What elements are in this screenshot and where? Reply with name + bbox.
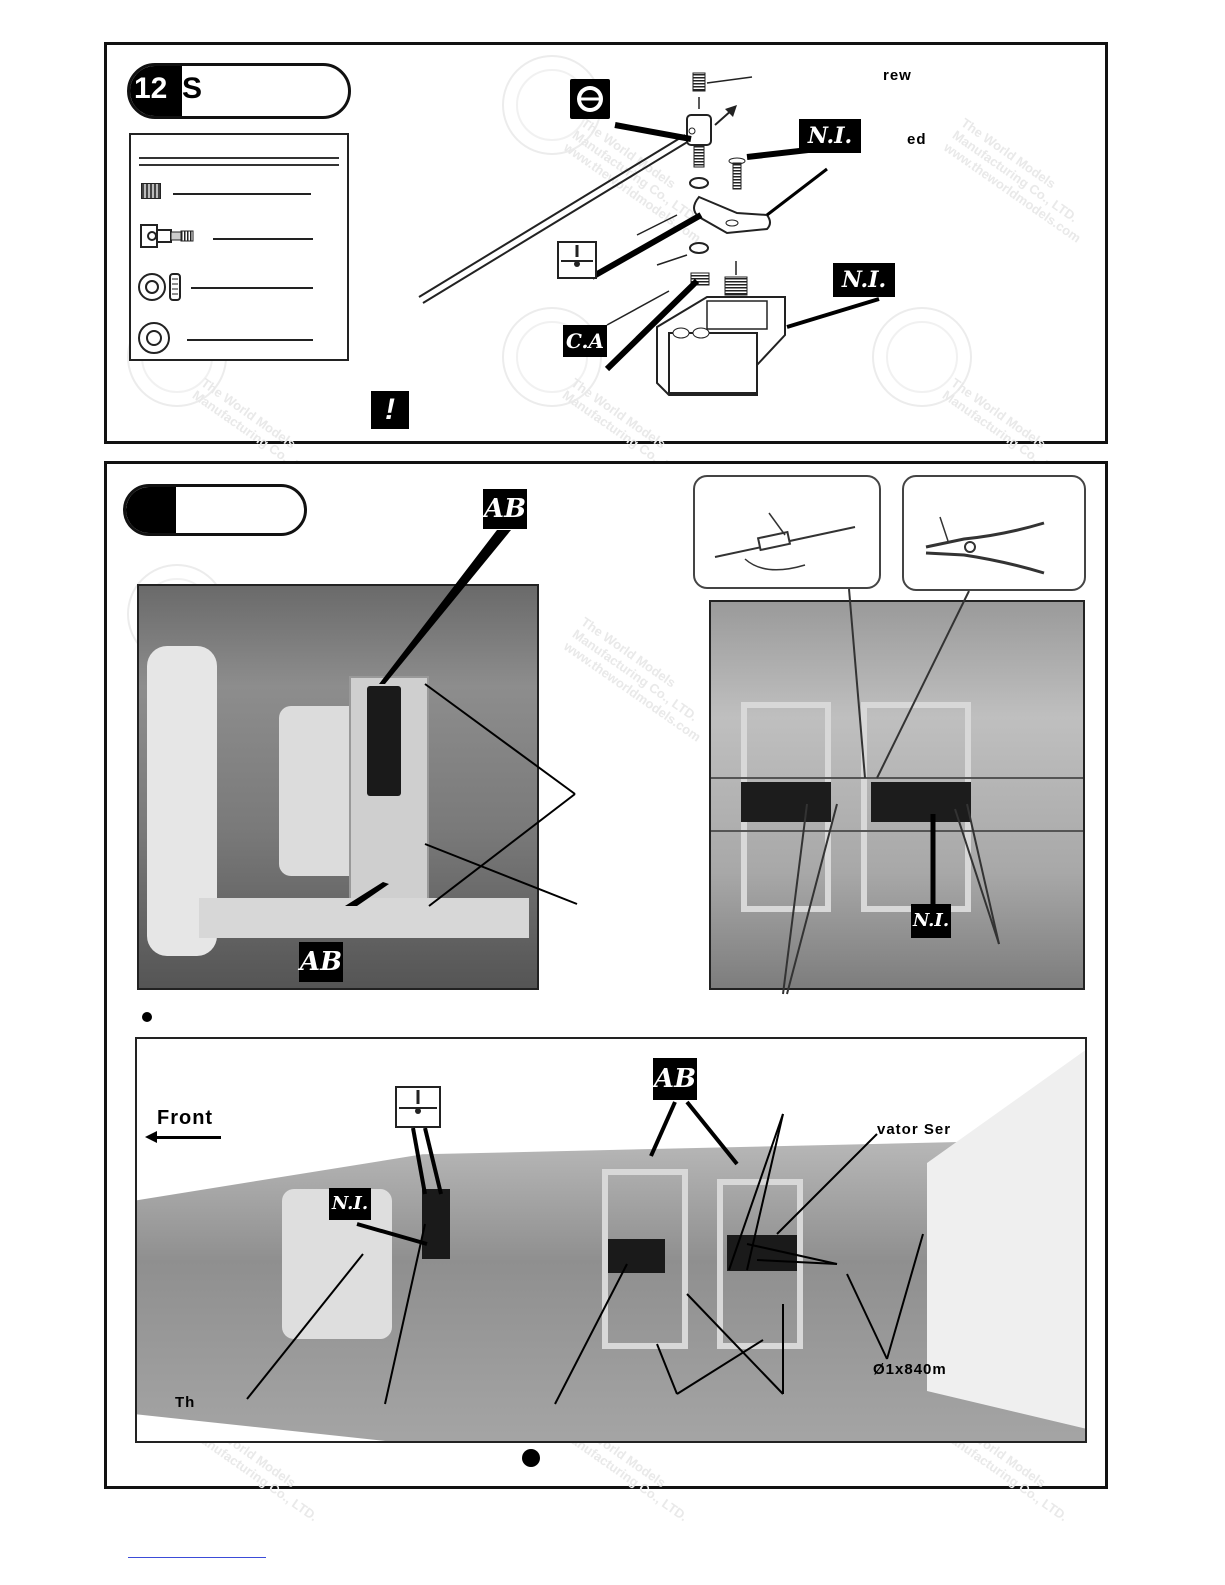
pushrod-line xyxy=(711,830,1083,832)
servo xyxy=(607,1239,665,1273)
leader-lines xyxy=(345,530,578,907)
servo xyxy=(367,686,401,796)
not-included-badge: N.I. xyxy=(799,119,861,153)
servo xyxy=(422,1189,450,1259)
parts-list-divider xyxy=(139,157,339,166)
watermark-seal xyxy=(502,307,602,407)
elevator-servo-label: vator Ser xyxy=(877,1121,952,1138)
step-number: 12 xyxy=(134,72,168,105)
ab-glue-badge: AB xyxy=(483,489,527,529)
part-line xyxy=(191,287,313,289)
bullet-dot xyxy=(522,1449,540,1467)
throttle-label: Th xyxy=(175,1394,196,1411)
fuselage-front-photo xyxy=(137,584,539,990)
parts-list xyxy=(129,133,349,361)
pliers-detail-callout xyxy=(902,475,1086,591)
warning-icon: ! xyxy=(371,391,409,429)
footer-link[interactable] xyxy=(128,1557,266,1558)
bullet-dot xyxy=(142,1012,152,1022)
part-line xyxy=(187,339,313,341)
servo xyxy=(741,782,831,822)
step-header xyxy=(123,484,307,536)
step-number-block xyxy=(126,487,176,533)
step-number-block: 12 xyxy=(130,66,182,116)
glue-dot-icon xyxy=(395,1086,441,1128)
set-screw-part-icon xyxy=(141,183,161,199)
servo-horn-assembly-diagram xyxy=(418,72,880,396)
ab-glue-badge: AB xyxy=(299,942,343,982)
pushrod-label: Ø1x840m xyxy=(873,1361,947,1378)
front-label: Front xyxy=(157,1107,214,1129)
servo xyxy=(871,782,971,822)
former xyxy=(602,1169,688,1349)
leader-lines xyxy=(246,1100,924,1405)
screw-label: rew xyxy=(883,67,912,84)
part-line xyxy=(173,193,311,195)
crimp-detail-callout xyxy=(693,475,881,589)
fuselage-full-photo xyxy=(135,1037,1087,1443)
screwdriver-icon xyxy=(570,79,610,119)
part-line xyxy=(213,238,313,240)
ca-glue-badge: C.A xyxy=(563,325,607,357)
servo-tray-photo xyxy=(709,600,1085,990)
not-included-badge: N.I. xyxy=(911,904,951,938)
glue-dot-icon xyxy=(557,241,597,279)
pushrod-connector-part-icon xyxy=(140,224,194,248)
pushrod-line xyxy=(711,777,1083,779)
included-label: ed xyxy=(907,131,927,148)
step-title: S xyxy=(182,72,203,105)
nut-part-icon xyxy=(138,273,181,301)
watermark-seal xyxy=(872,307,972,407)
floor-plate xyxy=(199,898,529,938)
washer-part-icon xyxy=(138,322,170,354)
front-arrow-head xyxy=(145,1131,157,1143)
leader-lines xyxy=(782,588,1000,995)
not-included-badge: N.I. xyxy=(833,263,895,297)
not-included-badge: N.I. xyxy=(329,1188,371,1220)
ab-glue-badge: AB xyxy=(653,1058,697,1100)
front-arrow xyxy=(151,1136,221,1139)
step-header: 12 S xyxy=(127,63,351,119)
